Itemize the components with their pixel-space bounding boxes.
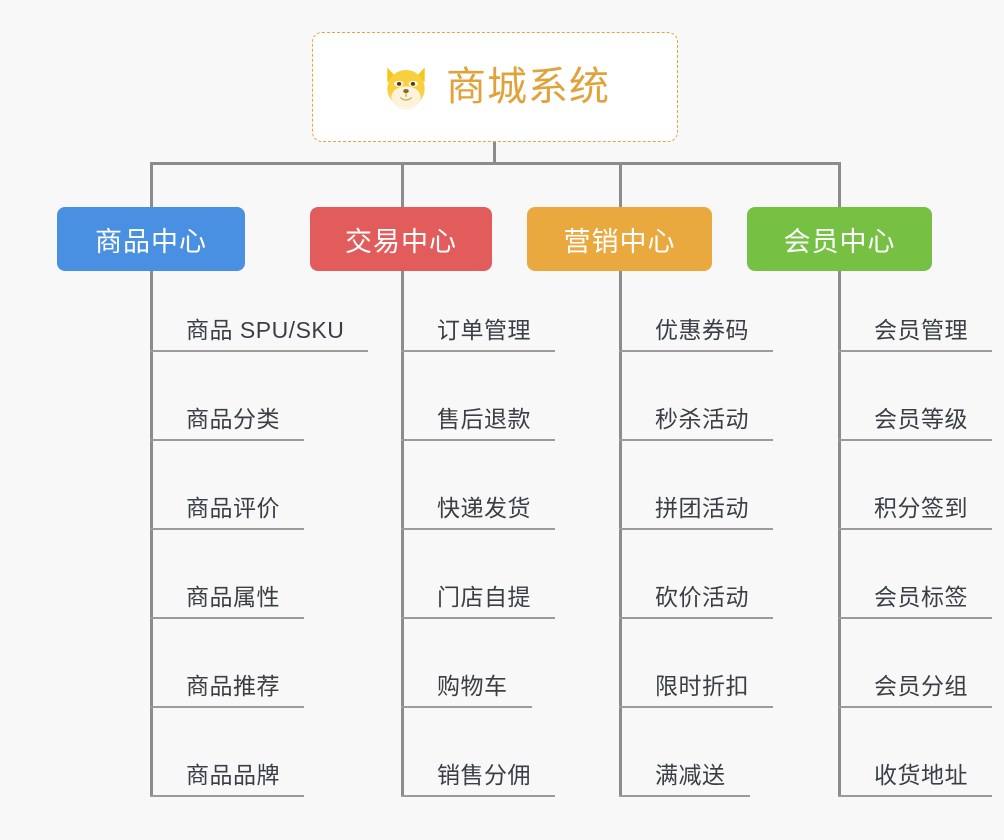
leaf-item-label: 会员标签 [874,583,968,610]
leaf-item-label: 会员分组 [874,672,968,699]
leaf-item-underline: 商品分类 [150,405,304,441]
leaf-item-underline: 收货地址 [838,761,992,797]
leaf-item[interactable]: 购物车 [401,619,532,708]
leaf-item[interactable]: 拼团活动 [619,441,773,530]
leaf-item-label: 商品 SPU/SKU [186,316,345,343]
leaf-item[interactable]: 门店自提 [401,530,555,619]
leaf-item[interactable]: 商品属性 [150,530,304,619]
leaf-item-underline: 会员标签 [838,583,992,619]
leaf-item[interactable]: 会员标签 [838,530,992,619]
leaf-item[interactable]: 优惠券码 [619,263,773,352]
connector-drop-1 [150,162,153,207]
category-header-label: 会员中心 [783,226,896,257]
connector-drop-4 [838,162,841,207]
leaf-item-label: 商品推荐 [186,672,280,699]
leaf-item[interactable]: 会员分组 [838,619,992,708]
leaf-item[interactable]: 商品推荐 [150,619,304,708]
leaf-item-label: 购物车 [437,672,508,699]
category-header-3[interactable]: 营销中心 [527,207,712,271]
connector-drop-3 [619,162,622,207]
leaf-item[interactable]: 商品 SPU/SKU [150,263,369,352]
connector-horizontal-bus [150,162,840,165]
leaf-item[interactable]: 限时折扣 [619,619,773,708]
leaf-item-underline: 会员管理 [838,316,992,352]
leaf-item-label: 订单管理 [437,316,531,343]
column-spine-3 [619,271,622,797]
category-header-4[interactable]: 会员中心 [747,207,932,271]
leaf-item-underline: 积分签到 [838,494,992,530]
leaf-item-label: 收货地址 [874,761,968,788]
leaf-item-label: 优惠券码 [655,316,749,343]
leaf-item[interactable]: 砍价活动 [619,530,773,619]
leaf-item[interactable]: 售后退款 [401,352,555,441]
leaf-item[interactable]: 商品分类 [150,352,304,441]
leaf-item-underline: 秒杀活动 [619,405,773,441]
leaf-item-label: 会员等级 [874,405,968,432]
column-spine-4 [838,271,841,797]
root-node-title: 商城系统 [446,65,610,109]
leaf-item-underline: 门店自提 [401,583,555,619]
leaf-item-underline: 商品推荐 [150,672,304,708]
column-spine-2 [401,271,404,797]
leaf-item-underline: 快递发货 [401,494,555,530]
leaf-item[interactable]: 商品品牌 [150,708,304,797]
leaf-item-underline: 拼团活动 [619,494,773,530]
leaf-item[interactable]: 收货地址 [838,708,992,797]
leaf-item-underline: 满减送 [619,761,750,797]
leaf-item[interactable]: 秒杀活动 [619,352,773,441]
leaf-item-label: 拼团活动 [655,494,749,521]
leaf-item-underline: 商品 SPU/SKU [150,316,369,352]
leaf-item-label: 门店自提 [437,583,531,610]
leaf-item-label: 积分签到 [874,494,968,521]
leaf-item-label: 商品分类 [186,405,280,432]
category-header-label: 营销中心 [563,226,676,257]
category-header-2[interactable]: 交易中心 [310,207,492,271]
leaf-item[interactable]: 商品评价 [150,441,304,530]
category-header-1[interactable]: 商品中心 [57,207,245,271]
leaf-item-label: 满减送 [655,761,726,788]
leaf-item-label: 快递发货 [437,494,531,521]
leaf-item-underline: 限时折扣 [619,672,773,708]
leaf-item-label: 砍价活动 [655,583,749,610]
column-spine-1 [150,271,153,797]
leaf-item-underline: 订单管理 [401,316,555,352]
connector-drop-2 [401,162,404,207]
leaf-item-underline: 会员分组 [838,672,992,708]
leaf-item-underline: 购物车 [401,672,532,708]
connector-root-stem [493,142,496,164]
leaf-item-label: 销售分佣 [437,761,531,788]
category-header-label: 商品中心 [95,226,207,257]
leaf-item-label: 售后退款 [437,405,531,432]
leaf-item[interactable]: 订单管理 [401,263,555,352]
leaf-item[interactable]: 积分签到 [838,441,992,530]
leaf-item-underline: 销售分佣 [401,761,555,797]
leaf-item[interactable]: 会员等级 [838,352,992,441]
leaf-item-underline: 优惠券码 [619,316,773,352]
leaf-item-underline: 砍价活动 [619,583,773,619]
leaf-item-label: 商品品牌 [186,761,280,788]
category-header-label: 交易中心 [345,226,457,257]
leaf-item-label: 秒杀活动 [655,405,749,432]
leaf-item[interactable]: 快递发货 [401,441,555,530]
leaf-item[interactable]: 销售分佣 [401,708,555,797]
leaf-item-label: 商品属性 [186,583,280,610]
leaf-item-label: 会员管理 [874,316,968,343]
leaf-item-underline: 售后退款 [401,405,555,441]
leaf-item-label: 商品评价 [186,494,280,521]
leaf-item-label: 限时折扣 [655,672,749,699]
leaf-item[interactable]: 会员管理 [838,263,992,352]
leaf-item-underline: 商品品牌 [150,761,304,797]
leaf-item-underline: 会员等级 [838,405,992,441]
leaf-item-underline: 商品评价 [150,494,304,530]
shiba-dog-icon [387,67,425,110]
leaf-item-underline: 商品属性 [150,583,304,619]
root-node-shop-system[interactable]: 商城系统 [312,32,678,142]
leaf-item[interactable]: 满减送 [619,708,750,797]
